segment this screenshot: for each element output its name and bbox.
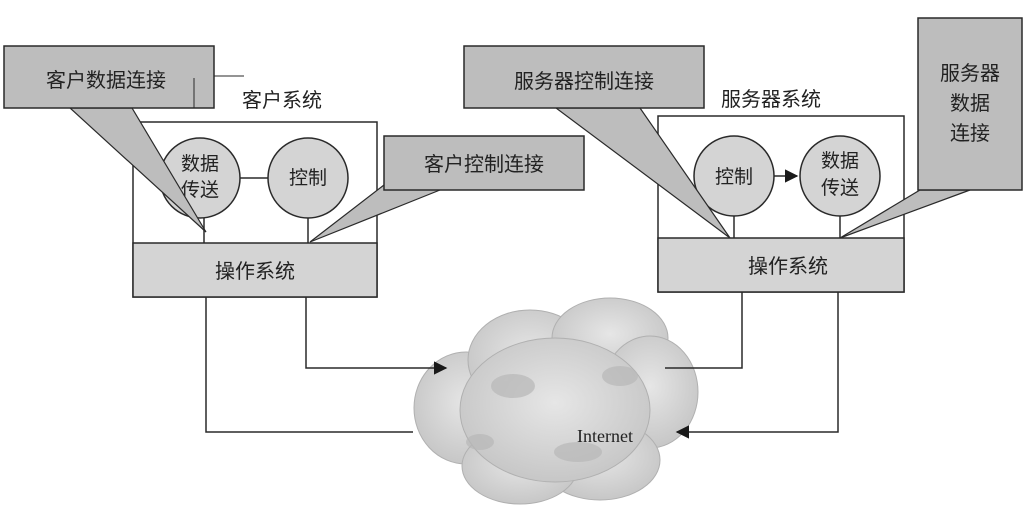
client-control-label: 控制 bbox=[289, 167, 327, 189]
server-system: 服务器系统 控制 数据 传送 操作系统 bbox=[657, 87, 905, 293]
server-data-callout-text-1: 服务器 bbox=[940, 61, 1000, 85]
client-control-callout-text: 客户控制连接 bbox=[424, 152, 544, 176]
client-data-callout-box bbox=[3, 45, 215, 109]
server-data-callout-text-3: 连接 bbox=[950, 121, 990, 145]
server-control-callout-text: 服务器控制连接 bbox=[514, 69, 654, 93]
client-data-callout-leader bbox=[193, 78, 214, 109]
client-os-label: 操作系统 bbox=[215, 259, 295, 283]
client-data-callout-text: 客户数据连接 bbox=[46, 68, 166, 92]
client-data-transfer-label-1: 数据 bbox=[181, 153, 219, 175]
client-data-transfer-label-2: 传送 bbox=[181, 179, 219, 201]
connections bbox=[205, 292, 839, 439]
server-os-box bbox=[657, 237, 905, 293]
server-data-transfer-label-1: 数据 bbox=[821, 150, 859, 172]
client-control-callout: 客户控制连接 bbox=[309, 135, 585, 243]
server-os-label: 操作系统 bbox=[748, 254, 828, 278]
client-os-box bbox=[132, 242, 378, 298]
internet-cloud: Internet bbox=[413, 297, 699, 505]
client-control-callout-box bbox=[383, 135, 585, 191]
client-control-to-internet-arrow bbox=[305, 297, 448, 375]
server-control-callout-box bbox=[463, 45, 705, 109]
server-control-label: 控制 bbox=[715, 166, 753, 188]
server-data-callout-box bbox=[917, 17, 1023, 191]
internet-label: Internet bbox=[577, 426, 633, 446]
server-data-transfer-node bbox=[799, 135, 881, 217]
server-data-to-internet-arrow bbox=[675, 292, 839, 439]
client-system: 客户系统 数据 传送 控制 操作系统 bbox=[132, 88, 378, 298]
server-data-transfer-label-2: 传送 bbox=[821, 177, 859, 199]
server-data-callout-text-2: 数据 bbox=[950, 91, 990, 115]
client-system-label: 客户系统 bbox=[242, 88, 322, 112]
server-control-to-internet-line bbox=[665, 292, 743, 369]
server-system-label: 服务器系统 bbox=[721, 87, 821, 111]
client-data-callout: 客户数据连接 bbox=[3, 45, 244, 233]
server-control-callout: 服务器控制连接 bbox=[463, 45, 731, 239]
server-data-callout: 服务器 数据 连接 bbox=[839, 17, 1023, 239]
client-data-to-internet-line bbox=[205, 297, 413, 433]
